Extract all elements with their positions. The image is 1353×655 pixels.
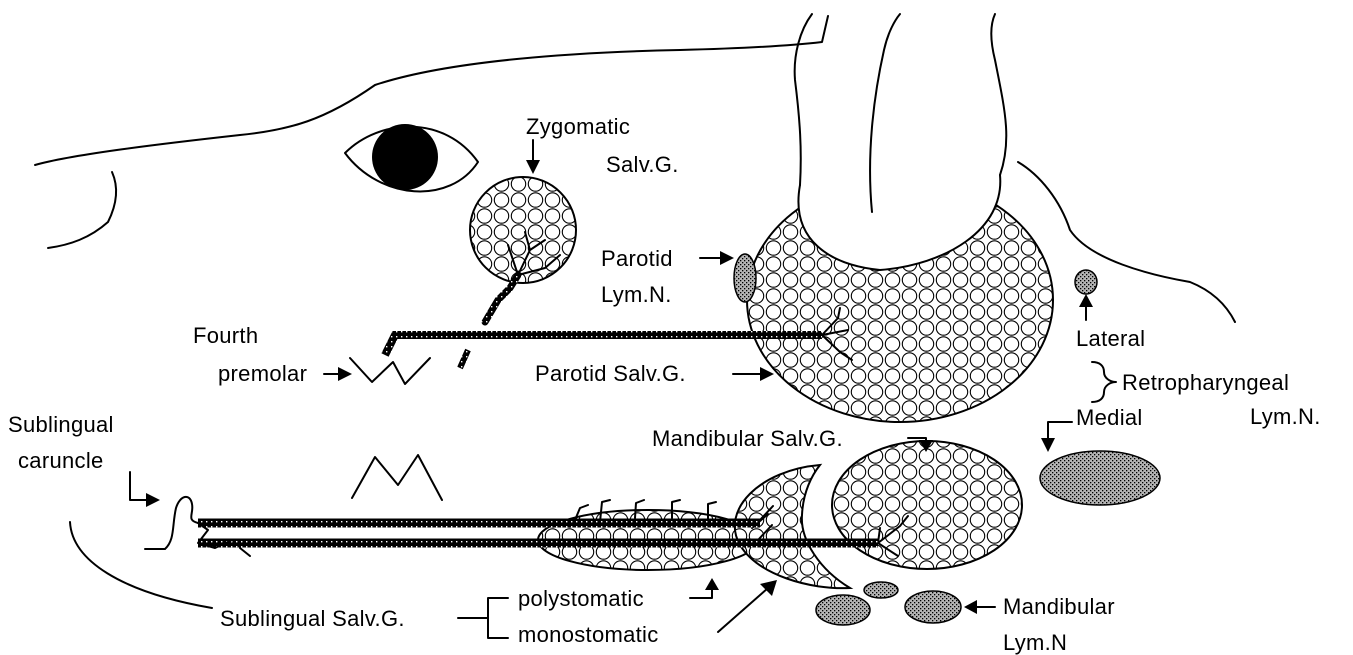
label-zygomatic: Zygomatic — [526, 114, 630, 139]
label-monostomatic: monostomatic — [518, 622, 659, 647]
label-retropharyngeal-lymn: Lym.N. — [1250, 404, 1321, 429]
medial-retropharyngeal-lymph-node — [1040, 451, 1160, 505]
label-parotid-lymn-1: Parotid — [601, 246, 673, 271]
parotid-lymph-node — [734, 254, 756, 302]
zygomatic-salivary-gland — [470, 177, 576, 322]
labels: Zygomatic Salv.G. Parotid Lym.N. Fourth … — [8, 114, 1321, 655]
neck-left-outline — [795, 14, 812, 185]
sublingual-caruncle — [145, 497, 198, 549]
label-retropharyngeal: Retropharyngeal — [1122, 370, 1289, 395]
fourth-premolar-tooth — [350, 358, 430, 384]
lateral-retropharyngeal-lymph-node — [1075, 270, 1097, 294]
eye — [345, 124, 478, 191]
zygomatic-duct-opening — [460, 350, 468, 368]
mandibular-salivary-gland — [832, 441, 1022, 569]
label-parotid-salvg: Parotid Salv.G. — [535, 361, 686, 386]
parotid-duct — [385, 335, 822, 355]
label-fourth: Fourth — [193, 323, 258, 348]
parotid-salivary-gland — [747, 175, 1053, 422]
muzzle-outline — [48, 172, 116, 248]
label-polystomatic: polystomatic — [518, 586, 644, 611]
label-mandibular-salvg: Mandibular Salv.G. — [652, 426, 843, 451]
label-caruncle: caruncle — [18, 448, 104, 473]
neck-right-outline — [991, 14, 1006, 175]
pupil — [372, 124, 438, 190]
label-sublingual: Sublingual — [8, 412, 114, 437]
jaw-outline — [70, 522, 212, 608]
label-mandibular-lymn-2: Lym.N — [1003, 630, 1067, 655]
label-medial: Medial — [1076, 405, 1143, 430]
label-premolar: premolar — [218, 361, 307, 386]
label-mandibular-lymn-1: Mandibular — [1003, 594, 1115, 619]
label-parotid-lymn-2: Lym.N. — [601, 282, 672, 307]
label-zygomatic-salvg: Salv.G. — [606, 152, 679, 177]
label-lateral: Lateral — [1076, 326, 1145, 351]
label-sublingual-salvg: Sublingual Salv.G. — [220, 606, 405, 631]
lower-tooth — [352, 455, 442, 500]
